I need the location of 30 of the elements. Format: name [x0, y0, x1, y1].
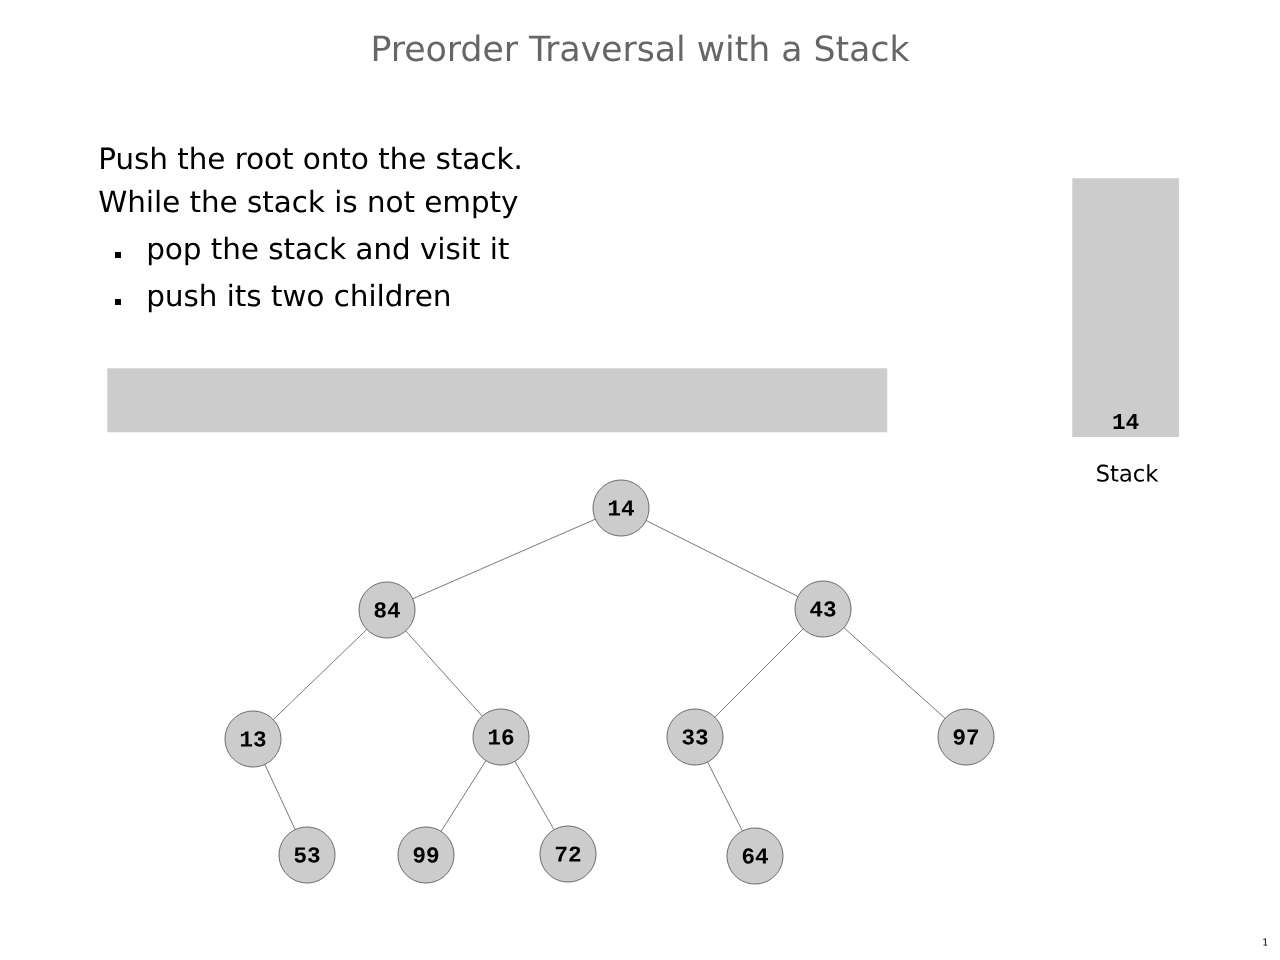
stack-box: 14 — [1072, 178, 1179, 437]
tree-edge — [514, 761, 555, 830]
stack-label: Stack — [1097, 464, 1159, 482]
tree-edge — [264, 764, 296, 830]
tree-edge — [714, 628, 804, 718]
tree-node: 99 — [397, 826, 455, 884]
page-number: 1 — [1263, 938, 1268, 946]
tree-edge — [646, 520, 798, 597]
tree-node: 13 — [224, 710, 282, 768]
title: Preorder Traversal with a Stack — [373, 34, 910, 62]
instruction-text: Push the root onto the stack. — [101, 146, 520, 170]
output-bar — [107, 368, 888, 433]
tree-edge — [843, 627, 946, 719]
instruction-text: push its two children — [148, 283, 449, 313]
tree-node: 84 — [358, 581, 416, 639]
tree-edge — [440, 760, 487, 832]
tree-node: 33 — [666, 708, 724, 766]
tree-edge — [707, 762, 743, 832]
tree-node: 14 — [592, 479, 650, 537]
tree-node: 97 — [937, 708, 995, 766]
tree-node: 72 — [539, 825, 597, 883]
tree-edge — [412, 519, 596, 599]
tree-node: 53 — [278, 826, 336, 884]
tree-edge — [273, 629, 367, 720]
tree-node: 16 — [472, 708, 530, 766]
tree-edge — [405, 630, 483, 717]
instruction-text: While the stack is not empty — [99, 189, 518, 219]
tree-node: 64 — [726, 827, 784, 885]
tree-node: 43 — [794, 580, 852, 638]
instruction-text: pop the stack and visit it — [148, 236, 509, 266]
